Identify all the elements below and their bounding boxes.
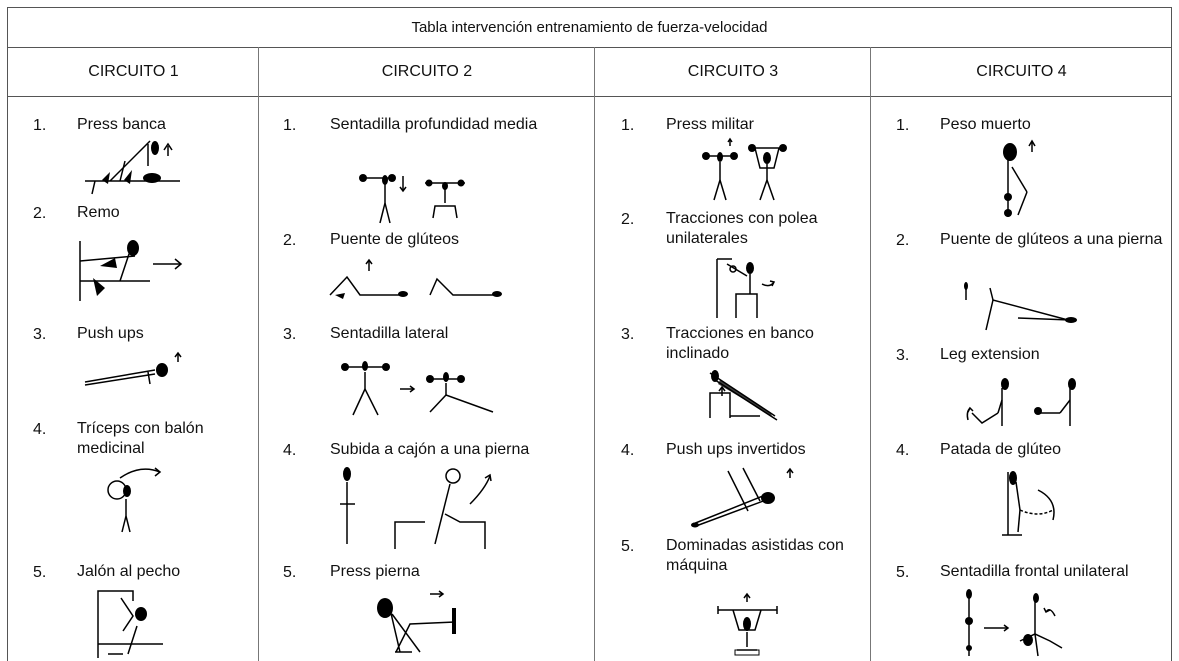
item-label: Press banca [77, 116, 166, 133]
item-label: Subida a cajón a una pierna [330, 441, 530, 458]
item-number: 1. [896, 117, 910, 134]
table-title: Tabla intervención entrenamiento de fuer… [7, 7, 1172, 47]
push-ups-invertidos-figure [691, 466, 808, 528]
triceps-balon-figure [100, 464, 170, 534]
item-number: 5. [621, 538, 635, 555]
item-number: 1. [33, 117, 47, 134]
item-label: Press pierna [330, 563, 420, 580]
column-divider [258, 47, 259, 661]
item-label: Sentadilla frontal unilateral [940, 563, 1129, 580]
item-number: 2. [896, 232, 910, 249]
item-number: 3. [33, 326, 47, 343]
header-circuito-4: CIRCUITO 4 [976, 63, 1067, 80]
press-militar-figure [702, 138, 787, 203]
subida-cajon-figure [335, 467, 495, 550]
item-number: 1. [283, 117, 297, 134]
header-circuito-1: CIRCUITO 1 [88, 63, 179, 80]
item-number: 2. [283, 232, 297, 249]
sentadilla-lateral-figure [341, 361, 498, 417]
header-circuito-3: CIRCUITO 3 [687, 63, 779, 80]
item-label: Press militar [666, 116, 755, 133]
item-label: Push ups [77, 325, 144, 342]
item-number: 2. [33, 205, 47, 222]
item-number: 5. [896, 564, 910, 581]
header-row: CIRCUITO 1 CIRCUITO 2 CIRCUITO 3 CIRCUIT… [7, 47, 1172, 97]
item-number: 5. [33, 564, 47, 581]
item-number: 4. [621, 442, 635, 459]
item-label: Jalón al pecho [77, 563, 181, 580]
item-label: Leg extension [940, 346, 1040, 363]
leg-extension-figure [960, 378, 1076, 430]
press-banca-figure [80, 136, 190, 198]
sentadilla-frontal-figure [965, 589, 1080, 658]
press-pierna-figure [377, 584, 456, 656]
item-number: 3. [896, 347, 910, 364]
item-label: Sentadilla lateral [330, 325, 449, 342]
jalon-pecho-figure [93, 586, 168, 658]
item-label: Dominadas asistidas con máquina [666, 537, 844, 574]
item-number: 4. [896, 442, 910, 459]
column-divider [594, 47, 595, 661]
dominadas-asistidas-figure [715, 592, 780, 657]
puente-una-pierna-figure [964, 282, 1077, 332]
item-label: Tracciones en banco inclinado [666, 325, 814, 362]
item-number: 1. [621, 117, 635, 134]
puente-gluteos-figure [325, 257, 502, 299]
item-label: Tríceps con balón medicinal [77, 420, 204, 457]
item-label: Remo [77, 204, 120, 221]
item-number: 3. [283, 326, 297, 343]
sentadilla-media-figure [359, 174, 470, 228]
item-number: 2. [621, 211, 635, 228]
item-number: 5. [283, 564, 297, 581]
item-label: Sentadilla profundidad media [330, 116, 538, 133]
item-number: 3. [621, 326, 635, 343]
header-circuito-2: CIRCUITO 2 [381, 63, 473, 80]
item-number: 4. [33, 421, 47, 438]
item-label: Puente de glúteos [330, 231, 459, 248]
item-number: 4. [283, 442, 297, 459]
remo-figure [75, 240, 185, 304]
item-label: Peso muerto [940, 116, 1031, 133]
tracciones-banco-figure [700, 370, 790, 423]
patada-gluteo-figure [998, 471, 1068, 540]
tracciones-polea-figure [712, 254, 792, 320]
item-label: Tracciones con polea unilaterales [666, 210, 818, 247]
table-body [7, 97, 1172, 661]
column-divider [870, 47, 871, 661]
item-label: Push ups invertidos [666, 441, 806, 458]
peso-muerto-figure [1003, 137, 1062, 217]
push-ups-figure [80, 352, 190, 392]
item-label: Puente de glúteos a una pierna [940, 231, 1163, 248]
item-label: Patada de glúteo [940, 441, 1061, 458]
